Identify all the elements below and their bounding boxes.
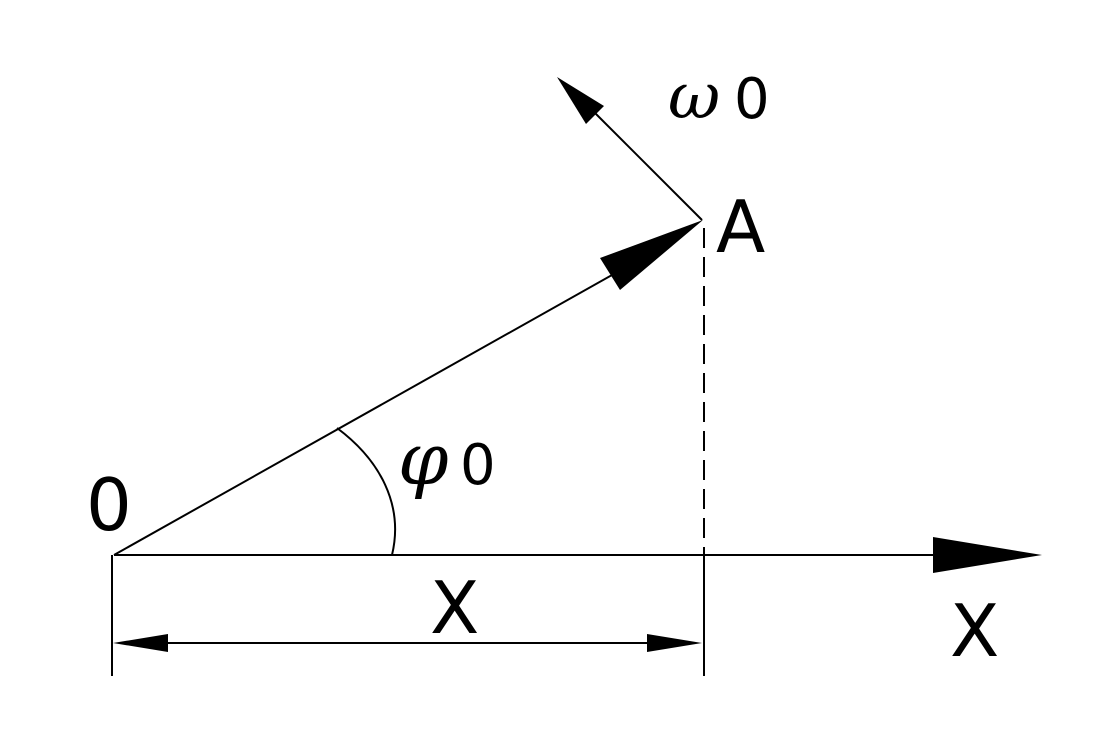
- omega-subscript: 0: [734, 67, 770, 132]
- vector-oa-line: [113, 247, 661, 556]
- x-axis-arrowhead: [933, 537, 1042, 573]
- angle-arc: [336, 427, 397, 556]
- axis-label: X: [950, 589, 999, 673]
- phi-subscript: 0: [460, 433, 496, 498]
- origin-label: 0: [86, 463, 132, 547]
- vector-oa-arrowhead: [600, 220, 703, 290]
- omega-vector-line: [584, 102, 703, 221]
- omega-symbol: ω: [668, 60, 720, 134]
- dimension-label: X: [430, 566, 479, 650]
- phi-symbol: φ: [398, 417, 449, 501]
- dimension-arrowhead-right: [647, 634, 702, 652]
- dimension-arrowhead-left: [113, 634, 168, 652]
- omega-vector-arrowhead: [557, 77, 604, 124]
- point-a-label: A: [716, 185, 765, 269]
